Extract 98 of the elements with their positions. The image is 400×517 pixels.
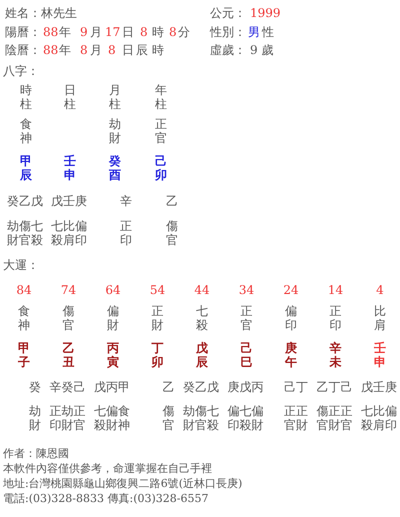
section-heading: 大運：	[3, 258, 39, 272]
age-number: 24	[283, 283, 299, 297]
ten-god-text: 正財	[151, 304, 164, 332]
hidden-stem-text: 庚戊丙	[228, 380, 264, 394]
ten-god-text: 正官	[154, 117, 168, 145]
field-label: 陰曆：	[5, 43, 41, 57]
note-text: 本軟件內容僅供參考，命運掌握在自己手裡	[3, 462, 212, 475]
ten-god-text: 正印	[119, 219, 132, 247]
date-value: 8	[108, 43, 116, 57]
ten-god-text: 偏印	[284, 304, 298, 332]
ten-god-text: 正劫正印財官	[48, 404, 86, 432]
hidden-stem-text: 乙丁己	[316, 380, 352, 394]
pillar-text: 壬申	[64, 154, 76, 182]
field-value: 男	[248, 25, 260, 39]
column-header: 日柱	[64, 83, 76, 111]
luck-pillar-text: 丙寅	[106, 341, 120, 369]
ten-god-text: 正印	[329, 304, 342, 332]
age-number: 14	[328, 283, 344, 297]
field-label: 陽曆：	[5, 25, 41, 39]
luck-pillar-text: 庚午	[284, 341, 298, 369]
note-text: 電話:(03)328-8833 傳真:(03)328-6557	[3, 492, 208, 505]
ten-god-text: 七比偏殺肩印	[360, 404, 397, 432]
date-value: 17	[105, 25, 120, 39]
hidden-stem-text: 癸乙戊	[7, 194, 43, 208]
ten-god-text: 正官	[240, 304, 253, 332]
unit-text: 時	[152, 25, 164, 39]
luck-pillar-text: 甲子	[18, 341, 30, 369]
field-label: 虛歲：	[210, 43, 246, 57]
ten-god-text: 比肩	[374, 304, 386, 332]
ten-god-text: 七偏食殺財神	[93, 404, 130, 432]
field-value: 9 歲	[250, 43, 274, 57]
field-value: 辰	[136, 43, 148, 57]
ten-god-text: 劫傷七財官殺	[182, 404, 219, 432]
age-number: 74	[60, 283, 76, 297]
date-value: 88	[43, 25, 58, 39]
column-header: 時柱	[20, 83, 32, 111]
ten-god-text: 傷正正官財官	[316, 404, 352, 432]
field-value: 1999	[250, 6, 281, 20]
ten-god-text: 傷官	[62, 304, 75, 332]
ten-god-text: 食神	[20, 117, 32, 145]
date-value: 8	[80, 43, 88, 57]
name-field: 姓名：林先生	[5, 6, 77, 20]
age-number: 34	[238, 283, 254, 297]
column-header: 年柱	[154, 83, 168, 111]
unit-text: 月	[90, 25, 102, 39]
hidden-stem-text: 乙	[162, 380, 174, 394]
age-number: 54	[150, 283, 166, 297]
hidden-stem-text: 辛癸己	[50, 380, 86, 394]
date-value: 9	[80, 25, 88, 39]
unit-text: 性	[262, 25, 274, 39]
date-value: 8	[140, 25, 148, 39]
hidden-stem-text: 癸	[29, 380, 41, 394]
ten-god-text: 劫財	[108, 117, 122, 145]
hidden-stem-text: 戊丙甲	[94, 380, 130, 394]
luck-pillar-text: 乙丑	[62, 341, 75, 369]
age-number: 4	[376, 283, 384, 297]
hidden-stem-text: 乙	[166, 194, 178, 208]
hidden-stem-text: 戊壬庚	[361, 380, 397, 394]
pillar-text: 癸酉	[108, 154, 122, 182]
note-text: 作者：陳恩國	[3, 447, 69, 460]
luck-pillar-text: 戊辰	[196, 341, 208, 369]
date-value: 8	[169, 25, 177, 39]
column-header: 月柱	[108, 83, 122, 111]
luck-pillar-text: 辛未	[329, 341, 342, 369]
hidden-stem-text: 戊壬庚	[51, 194, 87, 208]
ten-god-text: 七比偏殺肩印	[50, 219, 87, 247]
unit-text: 日	[122, 43, 134, 57]
pillar-text: 己卯	[154, 154, 168, 182]
note-text: 地址:台灣桃園縣龜山鄉復興二路6號(近林口長庚)	[3, 477, 242, 490]
unit-text: 時	[152, 43, 164, 57]
ten-god-text: 傷官	[165, 219, 178, 247]
luck-pillar-text: 壬申	[374, 341, 386, 369]
ten-god-text: 七殺	[196, 304, 208, 332]
section-heading: 八字：	[3, 64, 39, 78]
ten-god-text: 正正官財	[283, 404, 308, 432]
field-label: 性別：	[210, 25, 246, 39]
unit-text: 分	[178, 25, 190, 39]
ten-god-text: 食神	[18, 304, 30, 332]
age-number: 44	[194, 283, 210, 297]
unit-text: 日	[122, 25, 134, 39]
ten-god-text: 偏財	[106, 304, 120, 332]
age-number: 64	[105, 283, 121, 297]
field-label: 公元：	[210, 6, 246, 20]
date-value: 88	[43, 43, 58, 57]
pillar-text: 甲辰	[20, 154, 32, 182]
ten-god-text: 偏七偏印殺財	[226, 404, 264, 432]
luck-pillar-text: 己巳	[240, 341, 253, 369]
ten-god-text: 劫傷七財官殺	[6, 219, 43, 247]
unit-text: 年	[59, 25, 71, 39]
unit-text: 年	[59, 43, 71, 57]
hidden-stem-text: 辛	[120, 194, 132, 208]
hidden-stem-text: 癸乙戊	[183, 380, 219, 394]
hidden-stem-text: 己丁	[284, 380, 308, 394]
ten-god-text: 傷官	[162, 404, 174, 432]
ten-god-text: 劫財	[28, 404, 41, 432]
unit-text: 月	[90, 43, 102, 57]
luck-pillar-text: 丁卯	[151, 341, 164, 369]
age-number: 84	[16, 283, 32, 297]
